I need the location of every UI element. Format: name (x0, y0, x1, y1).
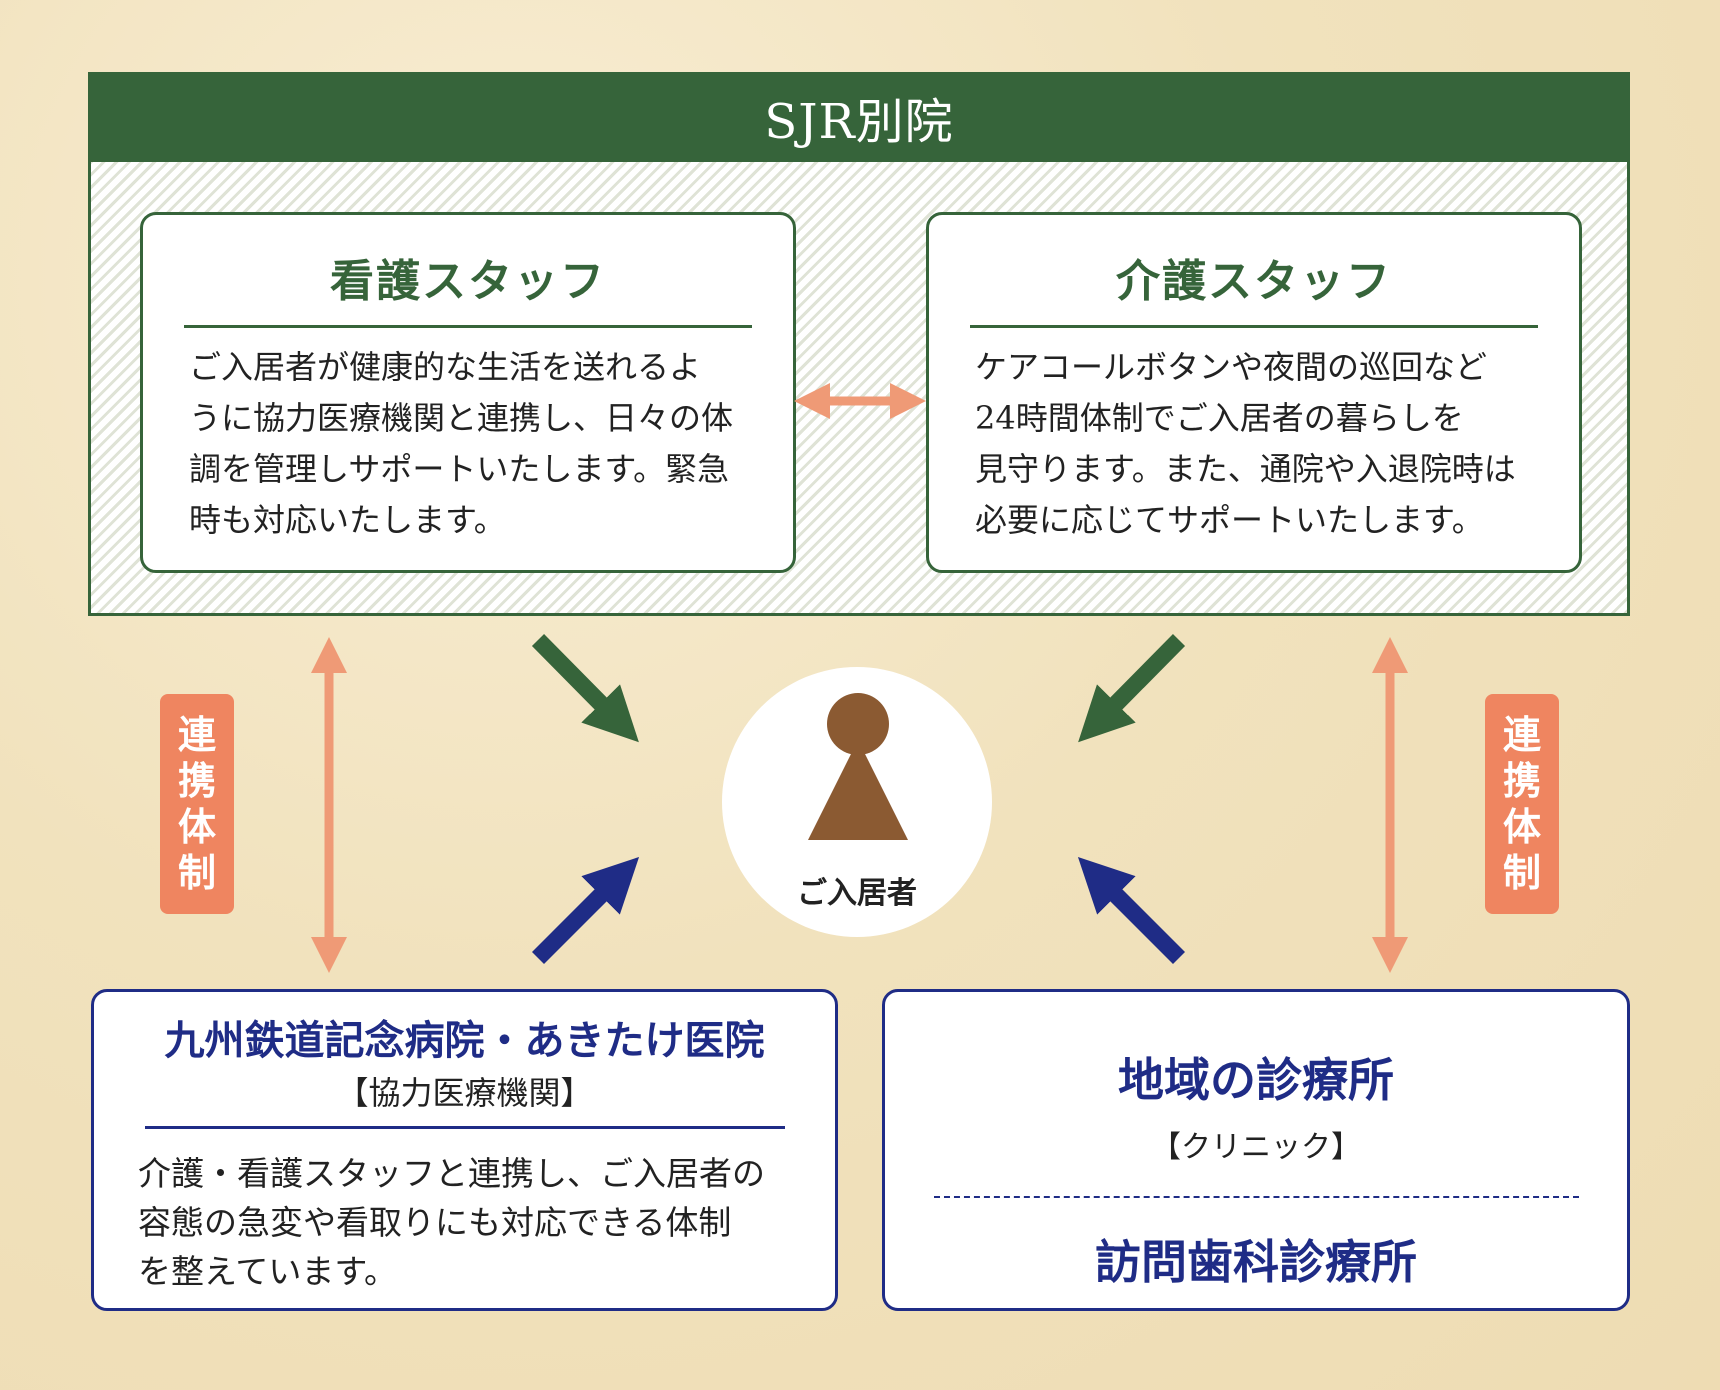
arrow-clinic-to-resident (1077, 856, 1186, 965)
hospital-title: 九州鉄道記念病院・あきたけ医院 (164, 1017, 765, 1064)
tag-char: 連 (1502, 713, 1541, 757)
text-line: ケアコールボタンや夜間の巡回など (975, 348, 1488, 386)
page-title: SJR別院 (88, 72, 1630, 162)
text-line: 必要に応じてサポートいたします。 (975, 501, 1484, 539)
tag-char: 携 (1502, 759, 1541, 803)
arrow-care-to-resident (1078, 634, 1186, 743)
resident-label: ご入居者 (797, 876, 917, 911)
clinic-card: 地域の診療所 【クリニック】 訪問歯科診療所 (882, 989, 1630, 1311)
divider (184, 325, 752, 328)
text-line: 介護・看護スタッフと連携し、ご入居者の (138, 1154, 765, 1193)
clinic-title: 地域の診療所 (1118, 1053, 1394, 1107)
divider (144, 1126, 785, 1129)
text-line: 調を管理しサポートいたします。緊急 (189, 450, 730, 488)
dashed-divider (933, 1196, 1579, 1198)
text-line: を整えています。 (138, 1252, 398, 1291)
text-line: うに協力医療機関と連携し、日々の体 (189, 399, 734, 437)
arrow-hospital-to-resident (531, 856, 640, 965)
person-icon (808, 693, 908, 840)
tag-char: 体 (1502, 805, 1541, 849)
care-staff-card: 介護スタッフ ケアコールボタンや夜間の巡回など 24時間体制でご入居者の暮らしを… (926, 212, 1582, 573)
arrow-nursing-to-resident (531, 634, 639, 743)
divider (970, 325, 1538, 328)
nursing-staff-title: 看護スタッフ (330, 256, 606, 307)
hospital-card: 九州鉄道記念病院・あきたけ医院 【協力医療機関】 介護・看護スタッフと連携し、ご… (91, 989, 838, 1311)
hospital-subtitle: 【協力医療機関】 (336, 1074, 593, 1112)
text-line: 見守ります。また、通院や入退院時は (975, 450, 1516, 488)
cooperation-tag-left: 連 携 体 制 (160, 694, 234, 914)
care-staff-title: 介護スタッフ (1116, 256, 1392, 307)
text-line: 24時間体制でご入居者の暮らしを (975, 399, 1464, 437)
text-line: ご入居者が健康的な生活を送れるよ (189, 348, 702, 386)
tag-char: 体 (177, 805, 216, 849)
cooperation-tag-right: 連 携 体 制 (1485, 694, 1559, 914)
tag-char: 制 (1502, 851, 1541, 895)
tag-char: 連 (177, 713, 216, 757)
dental-clinic-title: 訪問歯科診療所 (1095, 1235, 1417, 1289)
text-line: 時も対応いたします。 (189, 501, 506, 539)
text-line: 容態の急変や看取りにも対応できる体制 (138, 1203, 732, 1242)
tag-char: 携 (177, 759, 216, 803)
tag-char: 制 (177, 851, 216, 895)
clinic-subtitle: 【クリニック】 (1151, 1130, 1361, 1165)
